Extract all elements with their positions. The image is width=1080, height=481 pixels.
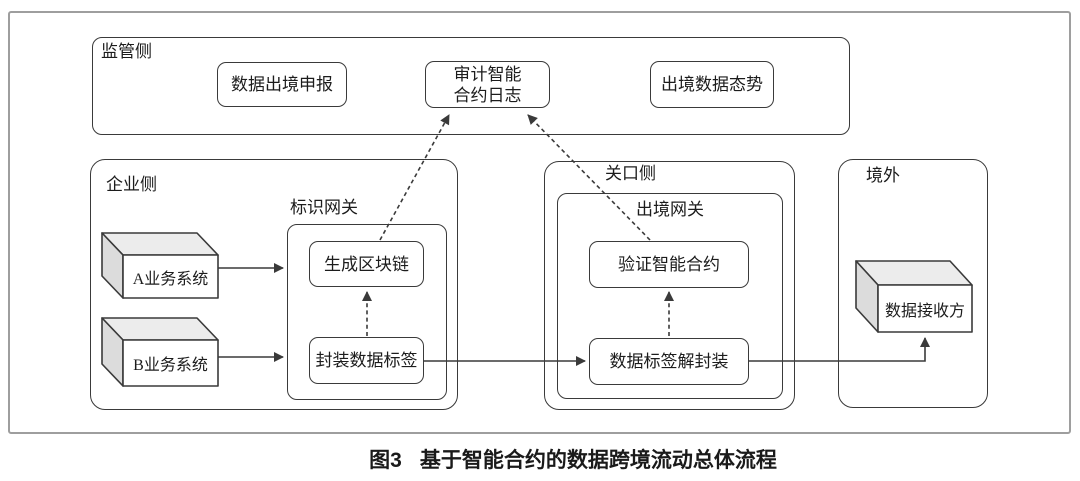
unpack-label-box: 数据标签解封装 [589,338,749,385]
figure-title: 基于智能合约的数据跨境流动总体流程 [419,449,777,472]
verify-contract-label: 验证智能合约 [618,255,720,274]
generate-blockchain-label: 生成区块链 [324,254,409,274]
regulator-label: 监管侧 [101,42,152,61]
enterprise-label: 企业侧 [106,175,157,194]
pack-label-box-label: 封装数据标签 [315,351,418,370]
figure-number: 图3 [369,449,402,472]
verify-contract-box: 验证智能合约 [589,241,749,288]
situation-box-label: 出境数据态势 [661,75,763,94]
data-receiver-label: 数据接收方 [884,302,965,320]
audit-log-box-line1: 审计智能 [453,64,522,84]
declare-box-label: 数据出境申报 [231,75,333,94]
pack-label-box: 封装数据标签 [309,337,424,384]
situation-box: 出境数据态势 [650,61,774,108]
figure-caption: 图3 基于智能合约的数据跨境流动总体流程 [66,444,1080,474]
exit-gateway-label: 出境网关 [636,200,704,219]
system-b-label: B业务系统 [133,357,208,374]
system-a-label: A业务系统 [132,270,209,288]
audit-log-box: 审计智能 合约日志 [425,61,550,108]
checkpoint-label: 关口侧 [605,164,656,183]
generate-blockchain-box: 生成区块链 [309,241,424,287]
unpack-label-box-label: 数据标签解封装 [609,352,729,371]
id-gateway-label: 标识网关 [290,198,358,217]
audit-log-box-line2: 合约日志 [453,85,522,105]
overseas-label: 境外 [866,166,900,185]
overseas-panel [838,159,988,408]
declare-box: 数据出境申报 [217,62,347,107]
